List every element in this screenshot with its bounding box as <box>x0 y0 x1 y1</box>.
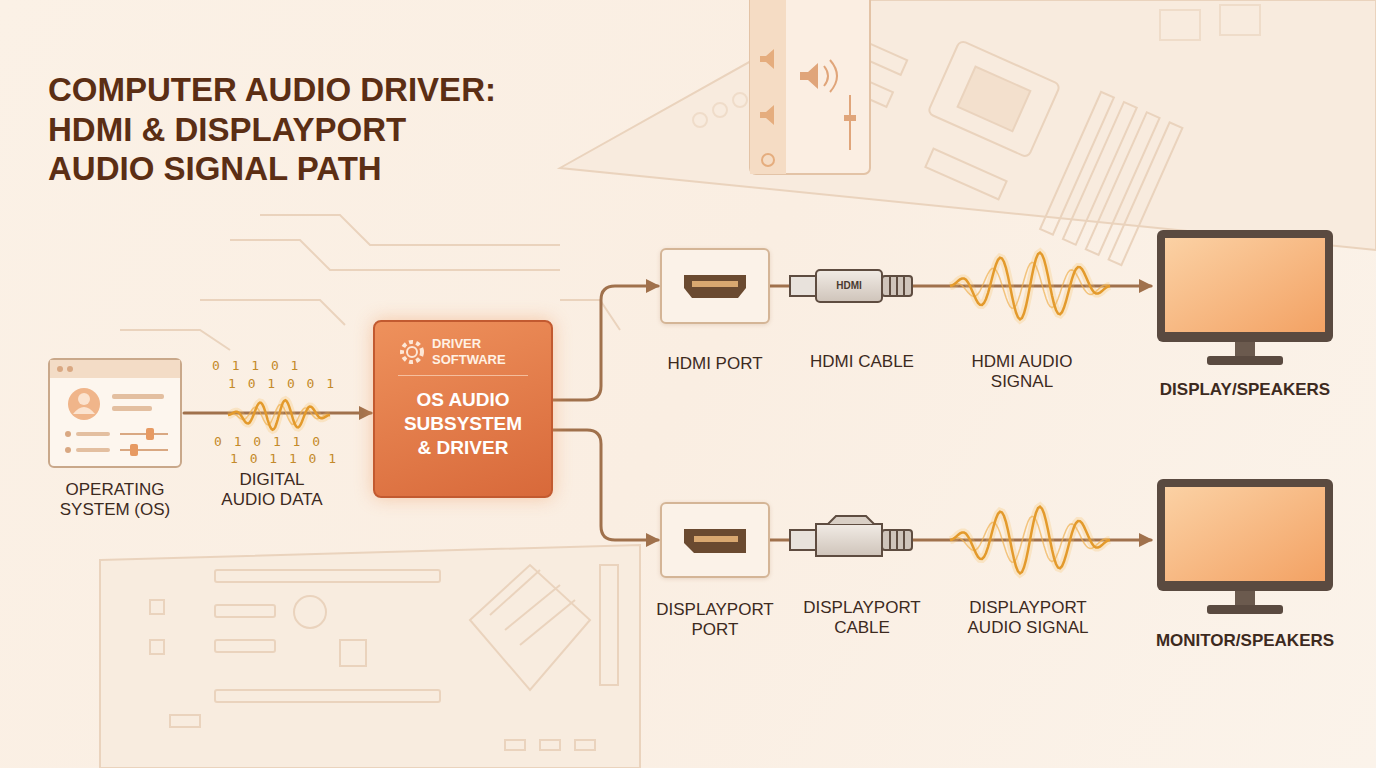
signal-wave-glow <box>950 253 1110 320</box>
node-label: HDMI PORT <box>645 354 785 374</box>
node-label: MONITOR/SPEAKERS <box>1140 631 1350 651</box>
plug-marking: HDMI <box>827 280 871 292</box>
diagram-title: COMPUTER AUDIO DRIVER: HDMI & DISPLAYPOR… <box>48 70 518 189</box>
signal-wave <box>950 253 1110 320</box>
signal-wave <box>228 400 330 429</box>
port-box: HDMI PORT <box>660 248 770 324</box>
binary-digits: 1 0 1 0 0 1 <box>228 376 336 391</box>
node-label: DISPLAYPORT PORT <box>645 600 785 641</box>
monitor-icon: DISPLAY/SPEAKERS <box>1155 228 1335 370</box>
signal-wave <box>950 507 1110 574</box>
part-label: HDMI AUDIO SIGNAL <box>952 352 1092 393</box>
connector-arrow <box>553 430 658 540</box>
gear-icon <box>398 338 426 366</box>
os-window-drawing <box>50 360 180 466</box>
driver-title: OS AUDIO SUBSYSTEM & DRIVER <box>398 388 528 459</box>
binary-digits: 0 1 0 1 1 0 <box>214 434 322 449</box>
edge-label: DIGITAL AUDIO DATA <box>212 470 332 511</box>
part-label: DISPLAYPORT AUDIO SIGNAL <box>948 598 1108 639</box>
node-label: DISPLAY/SPEAKERS <box>1140 380 1350 400</box>
part-label: HDMI CABLE <box>807 352 917 372</box>
gear-symbol <box>398 338 426 366</box>
driver-subtitle: DRIVER SOFTWARE <box>432 336 528 367</box>
hdmi-socket-symbol <box>662 250 768 322</box>
binary-digits: 0 1 1 0 1 <box>212 358 300 373</box>
binary-digits: 1 0 1 1 0 1 <box>230 451 338 466</box>
dp-socket-symbol <box>662 504 768 576</box>
monitor-icon: MONITOR/SPEAKERS <box>1155 477 1335 619</box>
signal-wave-glow <box>228 400 330 429</box>
port-box: DISPLAYPORT PORT <box>660 502 770 578</box>
part-label: DISPLAYPORT CABLE <box>792 598 932 639</box>
node-label: OPERATING SYSTEM (OS) <box>35 480 195 521</box>
monitor-drawing <box>1155 228 1335 370</box>
monitor-drawing <box>1155 477 1335 619</box>
driver-box: DRIVER SOFTWARE OS AUDIO SUBSYSTEM & DRIV… <box>373 320 553 498</box>
os-window-icon: OPERATING SYSTEM (OS) <box>48 358 182 468</box>
driver-header: DRIVER SOFTWARE <box>398 336 528 376</box>
connector-arrow <box>553 286 658 400</box>
signal-wave-glow <box>950 507 1110 574</box>
